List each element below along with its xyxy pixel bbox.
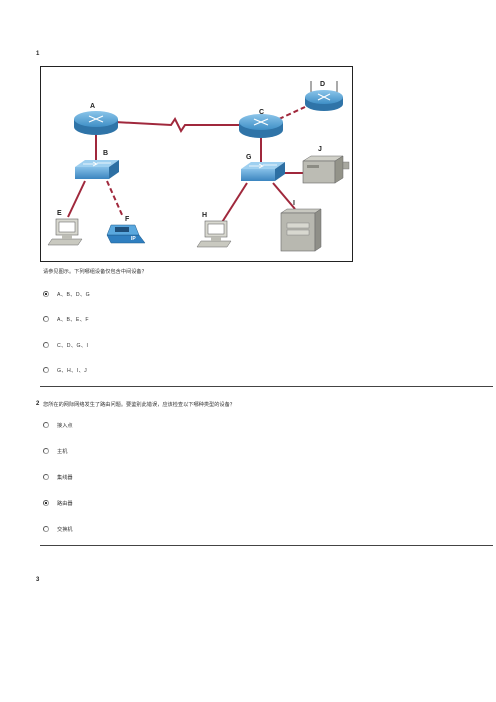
switch-icon xyxy=(75,160,119,179)
device-label-g: G xyxy=(246,154,252,161)
router-icon xyxy=(239,114,283,138)
ip-phone-f: IP F xyxy=(106,216,146,244)
option-label: G、H、I、J xyxy=(57,367,88,374)
radio-selected-icon[interactable] xyxy=(43,291,49,297)
option-label: 交换机 xyxy=(57,526,73,533)
question-1-option-4[interactable]: G、H、I、J xyxy=(43,365,87,375)
option-label: 接入点 xyxy=(57,422,73,429)
radio-unselected-icon[interactable] xyxy=(43,448,49,454)
desktop-computer-icon xyxy=(196,220,232,248)
device-label-e: E xyxy=(57,210,62,217)
device-label-h: H xyxy=(202,212,207,219)
device-label-c: C xyxy=(259,109,264,116)
radio-unselected-icon[interactable] xyxy=(43,342,49,348)
device-label-a: A xyxy=(90,103,95,110)
radio-unselected-icon[interactable] xyxy=(43,422,49,428)
pc-e: E xyxy=(47,210,83,246)
network-topology-figure: A C D xyxy=(40,66,353,262)
wan-link-a-c xyxy=(114,117,241,133)
printer-icon xyxy=(302,155,350,184)
question-1-option-1[interactable]: A、B、D、G xyxy=(43,289,90,299)
question-1-number: 1 xyxy=(36,51,40,57)
ip-phone-text: IP xyxy=(131,236,136,242)
radio-selected-icon[interactable] xyxy=(43,500,49,506)
device-label-j: J xyxy=(318,146,322,153)
question-3-number: 3 xyxy=(36,577,40,583)
question-2-option-4[interactable]: 路由器 xyxy=(43,498,73,508)
question-2-option-1[interactable]: 接入点 xyxy=(43,420,73,430)
option-label: 主机 xyxy=(57,448,68,455)
router-c: C xyxy=(239,109,283,138)
radio-unselected-icon[interactable] xyxy=(43,474,49,480)
device-label-d: D xyxy=(320,81,325,88)
link-g-i xyxy=(272,182,296,210)
question-1-option-2[interactable]: A、B、E、F xyxy=(43,314,89,324)
question-1-option-3[interactable]: C、D、G、I xyxy=(43,340,88,350)
router-icon xyxy=(74,111,118,135)
link-c-d xyxy=(278,106,306,120)
router-icon xyxy=(305,81,343,111)
question-divider xyxy=(40,386,493,387)
option-label: 集线器 xyxy=(57,474,73,481)
question-2-prompt: 您所在的网际网络发生了路由问题。要鉴别此错误，应该检查以下哪种类型的设备？ xyxy=(43,402,235,408)
radio-unselected-icon[interactable] xyxy=(43,316,49,322)
option-label: C、D、G、I xyxy=(57,342,89,349)
ip-phone-icon: IP xyxy=(106,224,146,244)
radio-unselected-icon[interactable] xyxy=(43,526,49,532)
link-b-e xyxy=(67,180,86,218)
option-label: A、B、D、G xyxy=(57,291,91,298)
device-label-b: B xyxy=(103,150,108,157)
pc-h: H xyxy=(196,212,232,248)
option-label: A、B、E、F xyxy=(57,316,89,323)
link-g-h xyxy=(218,182,248,228)
question-1-prompt: 请参见图示。下列哪组设备仅包含中间设备？ xyxy=(43,269,147,275)
desktop-computer-icon xyxy=(47,218,83,246)
option-label: 路由器 xyxy=(57,500,73,507)
radio-unselected-icon[interactable] xyxy=(43,367,49,373)
device-label-f: F xyxy=(125,216,130,223)
question-2-option-3[interactable]: 集线器 xyxy=(43,472,73,482)
device-label-i: I xyxy=(293,200,295,207)
switch-icon xyxy=(241,162,285,181)
link-b-f xyxy=(106,180,124,218)
router-a: A xyxy=(74,103,118,135)
question-2-option-2[interactable]: 主机 xyxy=(43,446,67,456)
printer-j: J xyxy=(302,146,350,184)
question-2-option-5[interactable]: 交换机 xyxy=(43,524,73,534)
switch-b: B xyxy=(75,150,119,179)
server-i: I xyxy=(280,200,322,252)
question-divider xyxy=(40,545,493,546)
wireless-router-d: D xyxy=(305,81,343,111)
server-icon xyxy=(280,208,322,252)
question-2-number: 2 xyxy=(36,401,40,407)
switch-g: G xyxy=(241,154,285,181)
